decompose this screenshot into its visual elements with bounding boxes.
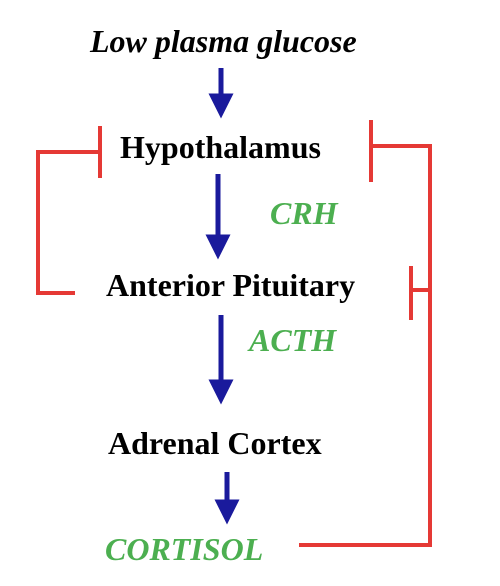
crh-hormone-label: CRH xyxy=(270,195,338,231)
adrenal-cortex-label: Adrenal Cortex xyxy=(108,425,322,461)
hypothalamus-label: Hypothalamus xyxy=(120,129,321,165)
anterior-pituitary-label: Anterior Pituitary xyxy=(106,267,356,303)
feedback-cortisol-to-hypothalamus-and-pituitary xyxy=(299,120,432,547)
stimulation-arrows xyxy=(205,68,240,525)
acth-hormone-label: ACTH xyxy=(249,322,337,358)
stimulus-label: Low plasma glucose xyxy=(90,23,357,59)
cortisol-hormone-label: CORTISOL xyxy=(105,531,264,567)
feedback-pituitary-to-hypothalamus xyxy=(36,126,102,295)
